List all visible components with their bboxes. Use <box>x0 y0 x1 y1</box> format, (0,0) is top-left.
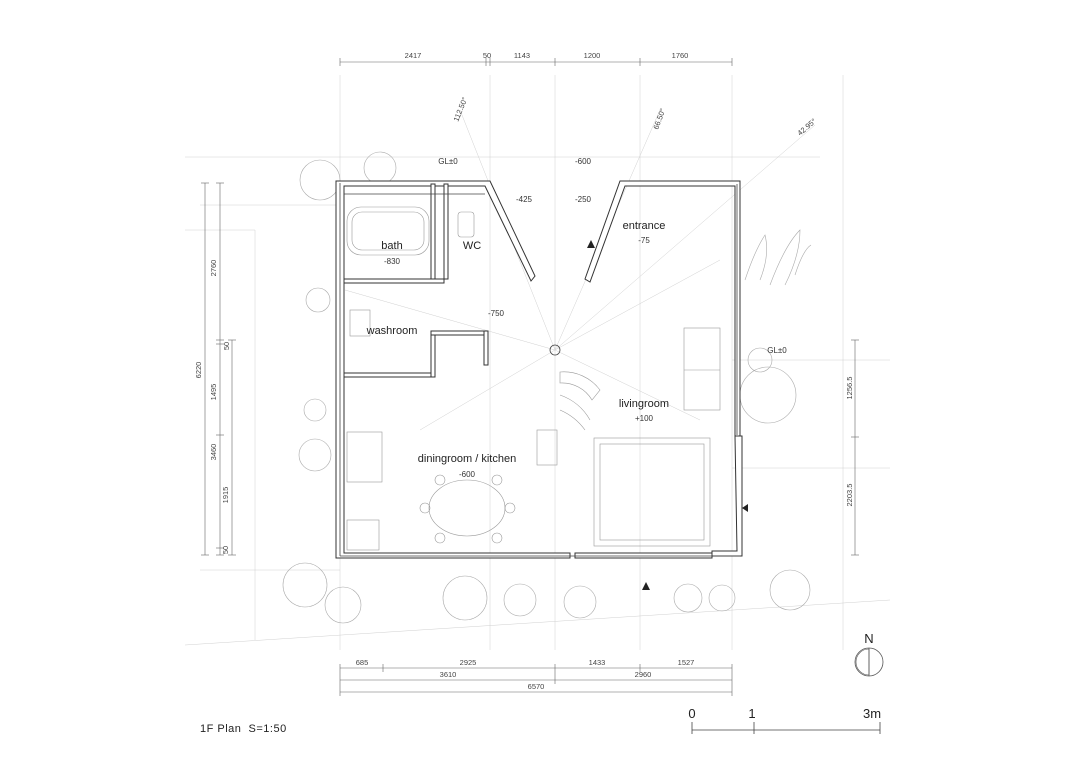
dim-left-total: 6220 <box>194 362 203 379</box>
trees <box>282 151 812 624</box>
scale-label-0: 0 <box>688 706 695 721</box>
level-labels: GL±0 -600 -425 -250 GL±0 <box>438 157 787 355</box>
room-labels: bath -830 WC entrance -75 washroom -750 … <box>366 220 669 479</box>
dim-left-5: 50 <box>221 546 230 554</box>
room-label-dining-kitchen: diningroom / kitchen <box>418 453 516 465</box>
dimension-top: 2417 50 1143 1200 1760 <box>339 51 733 66</box>
room-label-bath: bath <box>381 240 402 252</box>
dim-left-4: 1915 <box>221 487 230 504</box>
dim-bottom-0: 685 <box>356 658 369 667</box>
room-label-entrance: entrance <box>623 220 666 232</box>
room-label-livingroom: livingroom <box>619 398 669 410</box>
drawing-title: 1F Plan S=1:50 <box>200 723 287 735</box>
dimension-right: 1256.5 2203.5 <box>845 339 859 556</box>
dim-bottom-3: 1527 <box>678 658 695 667</box>
scale-label-1: 1 <box>748 706 755 721</box>
dim-right-0: 1256.5 <box>845 377 854 400</box>
dim-left-2: 1495 <box>209 384 218 401</box>
north-arrow: N <box>854 631 884 677</box>
dimension-left: 6220 2760 50 1495 3460 1915 50 <box>194 182 236 556</box>
level-minus-250: -250 <box>575 195 592 204</box>
room-level-bath: -830 <box>384 257 401 266</box>
scale-bar: 0 1 3m <box>688 706 881 734</box>
level-minus-425: -425 <box>516 195 533 204</box>
dim-top-2: 1143 <box>514 51 530 60</box>
angle-labels: 112.50° 66.50° 42.95° <box>452 96 818 138</box>
north-label: N <box>864 631 873 646</box>
dimension-bottom: 685 2925 1433 1527 3610 2960 6570 <box>339 658 733 696</box>
dim-top-1: 50 <box>483 51 491 60</box>
room-label-wc: WC <box>463 240 481 252</box>
room-label-washroom: washroom <box>366 325 418 337</box>
dim-top-0: 2417 <box>405 51 422 60</box>
interior-walls <box>343 183 489 378</box>
angle-label-2: 66.50° <box>651 107 667 131</box>
level-gl-top: GL±0 <box>438 157 458 166</box>
dim-left-0: 2760 <box>209 260 218 277</box>
dim-bottom-row2-1: 2960 <box>635 670 652 679</box>
scale-label-3m: 3m <box>863 706 881 721</box>
room-level-livingroom: +100 <box>635 414 654 423</box>
entry-arrows <box>587 240 748 590</box>
room-level-dining-kitchen: -600 <box>459 470 476 479</box>
dim-top-3: 1200 <box>584 51 601 60</box>
fixtures <box>346 206 721 551</box>
grid-lines <box>184 75 891 650</box>
room-level-washroom: -750 <box>488 309 505 318</box>
angle-label-3: 42.95° <box>796 117 818 138</box>
room-level-entrance: -75 <box>638 236 650 245</box>
exterior-walls <box>335 180 743 559</box>
dim-bottom-2: 1433 <box>589 658 606 667</box>
dim-bottom-row2-0: 3610 <box>440 670 457 679</box>
dim-right-1: 2203.5 <box>845 484 854 507</box>
dim-left-3: 3460 <box>209 444 218 461</box>
angle-label-1: 112.50° <box>452 96 470 123</box>
dim-bottom-total: 6570 <box>528 682 545 691</box>
level-minus-600: -600 <box>575 157 592 166</box>
level-gl-right: GL±0 <box>767 346 787 355</box>
dim-left-1: 50 <box>222 342 231 350</box>
dim-top-4: 1760 <box>672 51 689 60</box>
dim-bottom-1: 2925 <box>460 658 477 667</box>
